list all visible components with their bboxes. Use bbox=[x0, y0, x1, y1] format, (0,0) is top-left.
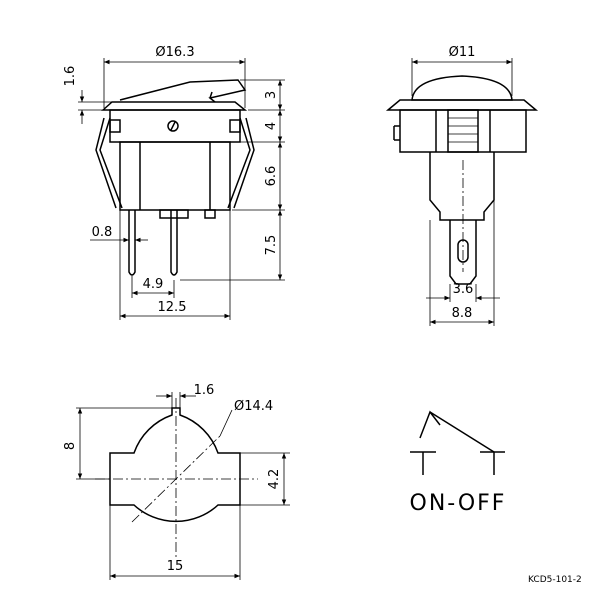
front-view: Ø16.3 1.6 3 4 6.6 7.5 0.8 4.9 12. bbox=[63, 45, 285, 320]
latch-right bbox=[227, 117, 251, 209]
flange bbox=[101, 101, 248, 111]
dim-pin-length: 7.5 bbox=[264, 235, 279, 256]
side-flange bbox=[385, 99, 539, 111]
dim-flange: 1.6 bbox=[63, 66, 78, 87]
body-upper bbox=[109, 109, 241, 143]
dim-cutout-width: 15 bbox=[167, 559, 184, 574]
pin-left bbox=[128, 210, 136, 276]
dim-pin-width: 0.8 bbox=[92, 225, 113, 240]
dim-body-lower: 6.6 bbox=[264, 166, 279, 187]
dim-rocker-dia: Ø11 bbox=[449, 45, 476, 60]
model-number: KCD5-101-2 bbox=[528, 575, 582, 585]
side-lower-body bbox=[429, 152, 495, 221]
dim-terminal-width: 3.6 bbox=[453, 282, 474, 297]
dim-pin-pitch: 4.9 bbox=[143, 277, 164, 292]
rocker-outline bbox=[119, 79, 247, 103]
switch-arm bbox=[429, 411, 495, 453]
side-view: Ø11 3.6 8.8 bbox=[385, 45, 539, 326]
dim-body-width: 12.5 bbox=[158, 300, 187, 315]
rocker-dome bbox=[411, 75, 513, 101]
dim-body-upper: 4 bbox=[264, 122, 279, 130]
dim-cutout-dia: Ø14.4 bbox=[234, 399, 273, 414]
dim-flat: 4.2 bbox=[267, 469, 282, 490]
cutout-view: 1.6 Ø14.4 8 4.2 15 bbox=[63, 383, 290, 580]
switch-label: ON-OFF bbox=[410, 491, 507, 516]
switch-symbol: ON-OFF bbox=[410, 410, 507, 516]
cutout-outline bbox=[109, 407, 241, 523]
dim-rocker-height: 3 bbox=[264, 91, 279, 99]
latch-left bbox=[99, 117, 123, 209]
center-mark bbox=[167, 120, 179, 132]
dim-side-width: 8.8 bbox=[452, 306, 473, 321]
dim-cutout-height: 8 bbox=[63, 442, 78, 450]
pin-right bbox=[170, 210, 178, 276]
side-body bbox=[399, 109, 527, 153]
dim-slot: 1.6 bbox=[194, 383, 215, 398]
side-terminal bbox=[449, 220, 477, 285]
body-lower bbox=[119, 141, 231, 211]
dim-width-front: Ø16.3 bbox=[155, 45, 194, 60]
